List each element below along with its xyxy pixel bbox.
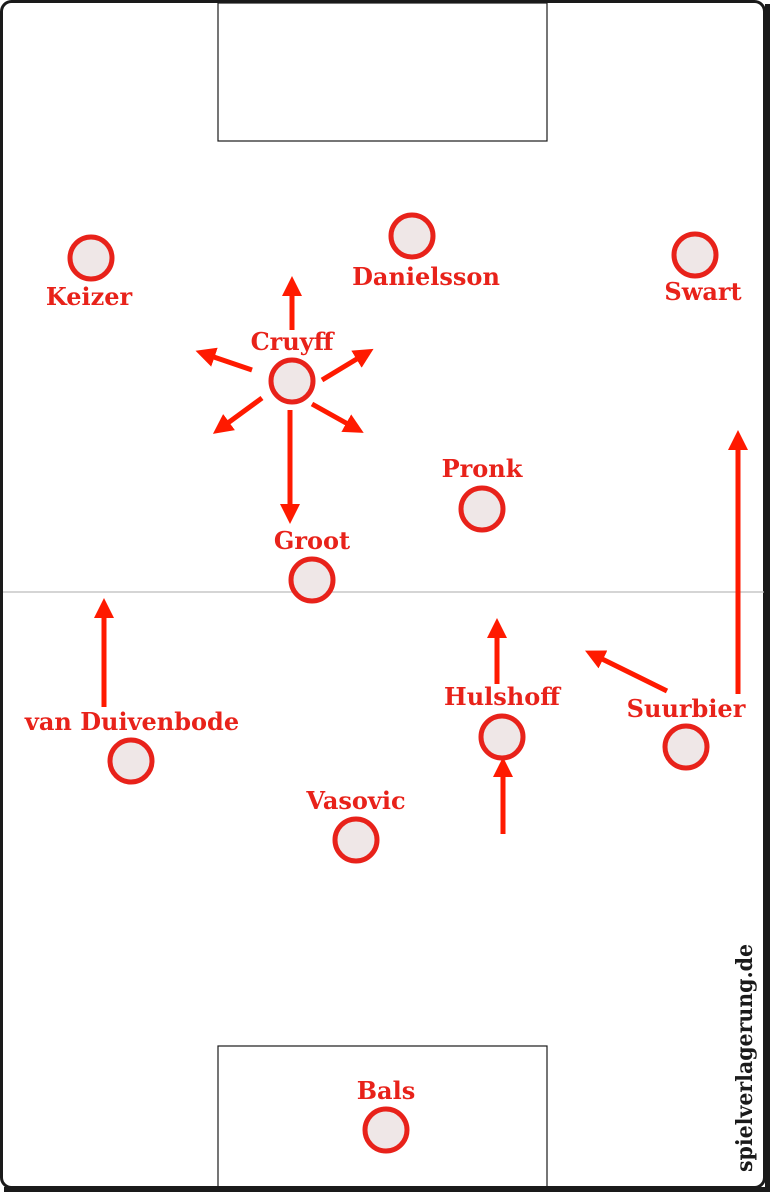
player-marker-hulshoff: [478, 713, 526, 761]
arrow-cruyff-right-down: [310, 401, 364, 433]
player-marker-cruyff: [268, 357, 316, 405]
player-marker-groot: [288, 556, 336, 604]
player-label-keizer: Keizer: [46, 282, 133, 311]
player-marker-keizer: [67, 234, 115, 282]
player-marker-suurbier: [662, 723, 710, 771]
player-label-vasovic: Vasovic: [305, 786, 405, 815]
penalty-box-top: [217, 2, 548, 142]
player-marker-swart: [671, 231, 719, 279]
watermark: spielverlagerung.de: [732, 944, 758, 1172]
movement-arrows: [94, 276, 748, 834]
player-label-pronk: Pronk: [442, 454, 524, 483]
player-label-bals: Bals: [357, 1076, 415, 1105]
player-label-van-duivenbode: van Duivenbode: [24, 707, 239, 736]
arrow-cruyff-left-down: [212, 395, 264, 434]
player-label-swart: Swart: [664, 277, 741, 306]
pitch-shadow-bottom: [4, 1187, 770, 1192]
player-label-groot: Groot: [274, 526, 350, 555]
player-markers: [67, 212, 719, 1154]
arrow-cruyff-right-up: [320, 348, 374, 383]
arrow-cruyff-left-up: [195, 347, 253, 373]
penalty-box-bottom: [217, 1045, 548, 1188]
arrow-suurbier-inside: [585, 650, 669, 694]
pitch-shadow-right: [765, 4, 770, 1192]
player-marker-bals: [362, 1106, 410, 1154]
player-label-suurbier: Suurbier: [627, 694, 746, 723]
player-marker-danielsson: [388, 212, 436, 260]
player-marker-van-duivenbode: [107, 737, 155, 785]
player-label-danielsson: Danielsson: [352, 262, 500, 291]
player-marker-pronk: [458, 485, 506, 533]
player-label-hulshoff: Hulshoff: [444, 682, 561, 711]
player-label-cruyff: Cruyff: [251, 327, 335, 356]
player-marker-vasovic: [332, 816, 380, 864]
